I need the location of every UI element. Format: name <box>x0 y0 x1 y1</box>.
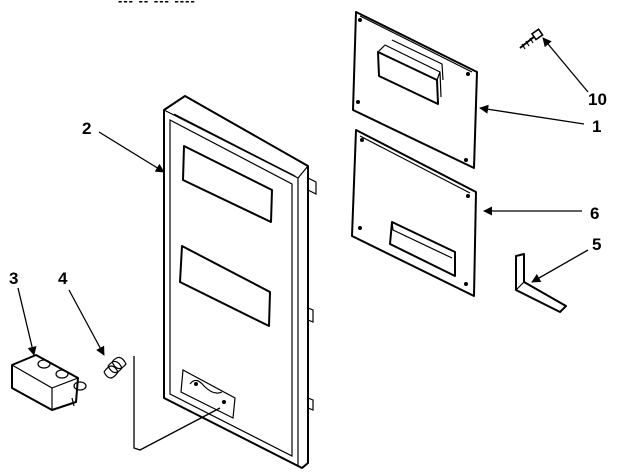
callout-4: 4 <box>58 269 68 288</box>
latch-spring <box>103 356 127 379</box>
callout-10: 10 <box>588 90 607 109</box>
callout-3: 3 <box>9 269 18 288</box>
leader-line-10 <box>542 37 589 93</box>
callout-2: 2 <box>82 119 91 138</box>
leader-line-1 <box>479 104 585 125</box>
diagram-caption: --- -- --- ---- <box>118 0 196 8</box>
control-frame-plate <box>351 129 477 297</box>
leader-line-2 <box>98 131 165 173</box>
control-panel-board <box>352 11 478 169</box>
leader-line-5 <box>531 249 589 283</box>
l-bracket <box>515 253 567 313</box>
leader-line-3 <box>17 287 37 356</box>
latch-position-line <box>133 356 221 451</box>
callout-1: 1 <box>592 117 601 136</box>
leader-line-4 <box>68 289 105 356</box>
screw <box>519 28 544 50</box>
callout-6: 6 <box>590 204 599 223</box>
door-assembly <box>163 95 317 469</box>
callout-5: 5 <box>592 235 601 254</box>
door-latch <box>11 354 87 411</box>
